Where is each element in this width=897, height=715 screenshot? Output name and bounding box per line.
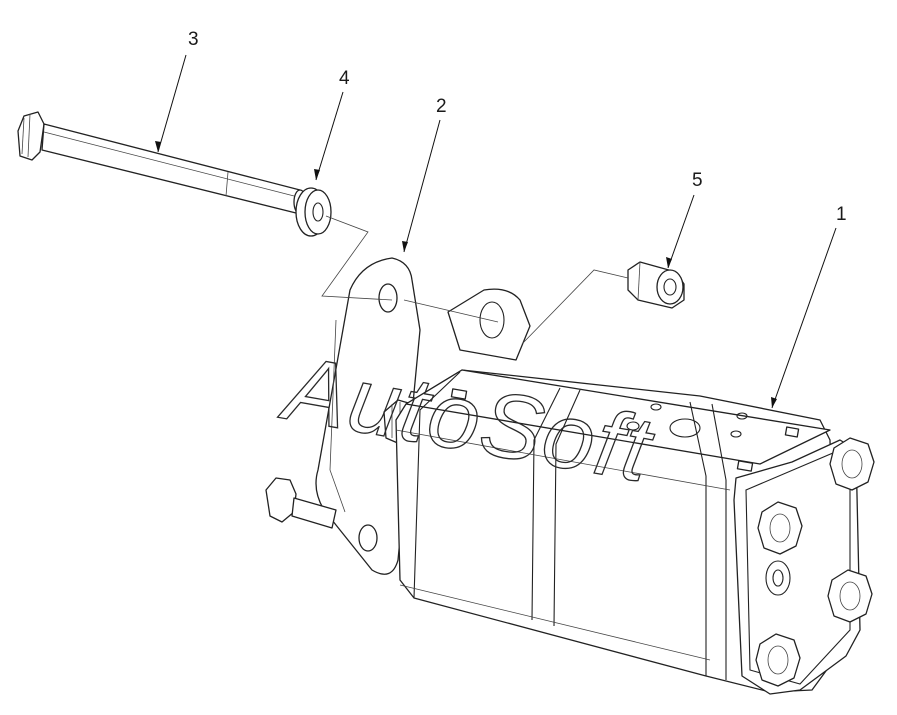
flange-lower-bolt: [265, 477, 337, 529]
callout-4: 4: [339, 68, 350, 89]
end-cover-bolts: [755, 437, 875, 687]
end-bolt-top-right: [829, 437, 875, 491]
end-bolt-top-left: [757, 501, 803, 555]
callout-labels: 3 4 2 5 1: [188, 29, 847, 225]
leader-lines: [155, 54, 837, 409]
end-bolt-bottom-left: [755, 633, 801, 687]
part-2-flange: [315, 257, 421, 575]
end-bolt-bottom-right: [827, 569, 873, 623]
part-1-pump-body: [383, 288, 861, 695]
part-4-washer: [295, 187, 332, 237]
assembly-guide-lines: [321, 215, 629, 345]
part-5-nut: [627, 261, 685, 309]
callout-3: 3: [188, 29, 199, 50]
part-3-bolt: [17, 111, 307, 215]
callout-1: 1: [836, 204, 847, 225]
callout-5: 5: [692, 170, 703, 191]
callout-2: 2: [436, 96, 447, 117]
